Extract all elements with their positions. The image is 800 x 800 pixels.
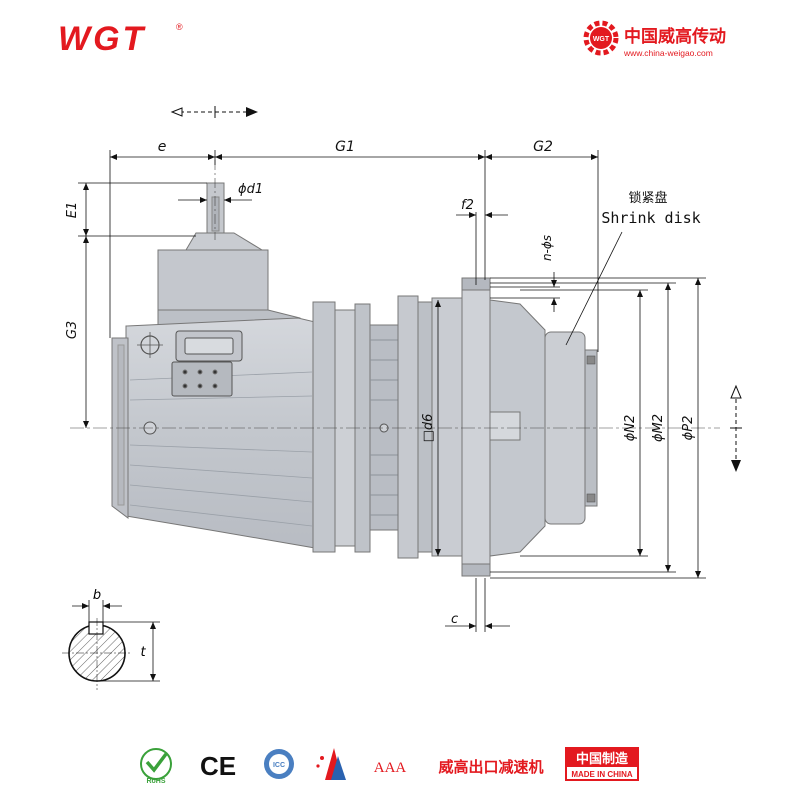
dimension-labels: e G1 G2 ϕd1 E1 G3 f2 n-ϕs □d6 ϕN2 ϕM2 ϕP…	[65, 139, 701, 627]
brand-url: www.china-weigao.com	[623, 48, 713, 58]
export-text: 威高出口减速机	[438, 758, 543, 776]
weigao-brand: WGT 中国威高传动 www.china-weigao.com	[583, 20, 726, 58]
aaa-mark: AAA	[374, 760, 407, 776]
dim-d6: □d6	[421, 414, 436, 443]
dim-f2: f2	[461, 198, 474, 213]
output-rotation-arrow	[730, 384, 742, 472]
dim-p2: ϕP2	[681, 416, 696, 441]
dim-e: e	[158, 139, 167, 155]
dim-c: c	[451, 612, 458, 627]
icc-icon: ICC	[264, 749, 294, 779]
shaft-key-section: b t	[62, 588, 160, 690]
cert-flame-icon	[316, 748, 346, 780]
wgt-logo: WGT ®	[58, 20, 183, 58]
dim-n2: ϕN2	[623, 415, 638, 442]
gearbox-housing	[111, 182, 598, 577]
gear-logo-icon: WGT	[583, 20, 619, 56]
dim-g3: G3	[65, 321, 80, 339]
dim-g2: G2	[533, 139, 553, 155]
dim-m2: ϕM2	[651, 414, 666, 442]
dim-b: b	[93, 588, 101, 603]
dim-d1: ϕd1	[238, 182, 263, 197]
input-adapter	[157, 249, 269, 311]
input-rotation-arrow	[170, 106, 258, 118]
dim-t: t	[140, 645, 146, 660]
rohs-label: RoHS	[146, 778, 165, 785]
rohs-icon: RoHS	[140, 748, 172, 785]
shrink-disk-label-en: Shrink disk	[601, 209, 700, 227]
dim-n-s: n-ϕs	[540, 235, 554, 261]
gear-logo-text: WGT	[593, 36, 610, 43]
made-en: MADE IN CHINA	[571, 770, 633, 779]
ce-mark: CE	[200, 751, 236, 781]
brand-name-cn: 中国威高传动	[624, 26, 726, 47]
dim-g1: G1	[335, 139, 355, 155]
logo-text: WGT	[58, 20, 147, 58]
shrink-disk-label-cn: 锁紧盘	[628, 190, 667, 206]
footer-badges: RoHS CE ICC AAA 威高出口减速机 中国制造 MADE IN CHI…	[140, 747, 639, 785]
dim-e1: E1	[65, 202, 80, 219]
logo-registered: ®	[176, 22, 183, 32]
made-cn: 中国制造	[576, 751, 629, 767]
icc-label: ICC	[273, 762, 285, 769]
dimension-lines	[78, 150, 706, 632]
made-in-china-badge: 中国制造 MADE IN CHINA	[565, 747, 639, 781]
shrink-disk-leader	[565, 231, 623, 346]
